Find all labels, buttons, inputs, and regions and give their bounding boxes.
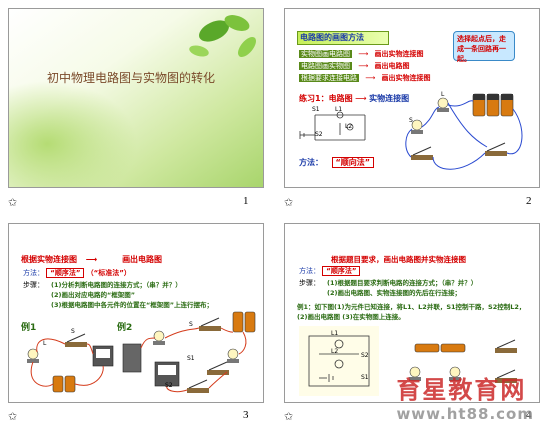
slide-2-step-2-label: 电路图画实物图 [299,62,352,70]
slide-3-step-3: (3)根据电路图中各元件的位置在“框架图”上连行摆布； [51,301,214,309]
slide-2-exercise-target: 实物连接图 [369,94,410,103]
slide-4-number: 4 [526,409,532,421]
slide-4-label-s2: S2 [361,352,369,359]
slide-4-step-2: (2)画出电路图、实物连接图的先后在行连接； [327,289,461,297]
slide-1-title: 初中物理电路图与实物图的转化 [47,71,216,85]
slide-4-example-text: 例1：如下图(1)为元件已知连接，将L1、L2并联，S1控制干路，S2控制L2，… [297,303,526,321]
slide-3-example-2-image [122,311,256,393]
slide-3-method-value2: （“标准法”） [86,269,131,277]
bulb-icon [411,97,449,134]
slide-2-step-1-label: 实物图画电路图 [299,50,352,58]
slide-2-exercise: 练习1：电路图 ⟶ 实物连接图 [299,94,410,103]
slide-2-method: 方法： “顺向法” [299,157,375,168]
battery-icon [52,375,76,393]
slide-3-star-icon: ✩ [8,410,18,423]
slide-2-step-2-result: 画出电路图 [374,62,410,70]
slide-2-wires [405,100,523,170]
slide-3-steps: (1)分析判断电路图的连接方式；（串？并？） (2)画出对应电路的“框架图” (… [51,280,213,310]
slide-2-label-l1: L1 [335,106,343,113]
slide-2-photo-label-l: L [441,91,445,98]
battery-icon [472,93,514,117]
slide-3-example-2-label: 例2 [117,323,133,333]
slide-2-method-value: “顺向法” [331,157,375,168]
slide-2-star-icon: ✩ [284,196,294,209]
slide-4-component-image [409,339,517,383]
battery-icon [414,343,466,353]
slide-2-step-1-result: 画出实物连接图 [374,50,424,58]
slide-4-circuit-diagram [299,326,379,396]
slide-4-star-icon: ✩ [284,410,294,423]
bulb-icon [27,348,39,363]
slide-2-callout-text: 选择起点后，走成一条回路再一起。 [457,35,506,63]
slide-4-thumbnail[interactable]: 根据题目要求，画出电路图并实物连接图 方法： “顺序法” 步骤： (1)根据题目… [284,223,540,403]
slide-1-number: 1 [243,195,249,207]
slide-2-step-3-result: 画出实物连接图 [381,74,431,82]
slide-4-steps-label: 步骤： [299,279,320,287]
slide-2-circuit-diagram [299,111,366,141]
bulb-icon [153,330,239,363]
battery-icon [232,311,256,333]
watermark-brand: 育星教育网 [396,376,527,404]
slide-3-example-1-image [27,333,114,393]
slide-4-step-1: (1)根据题目要求判断电路的连接方式；（串？并？） [327,279,478,287]
slide-2-label-s1: S1 [312,106,320,113]
slide-3-label-s: S [71,328,75,335]
slide-4-heading: 根据题目要求，画出电路图并实物连接图 [331,255,466,264]
leaf-icon [189,15,256,57]
slide-3-heading: 根据实物连接图 ⟶ 画出电路图 [21,255,163,264]
ammeter-icon [92,345,114,367]
watermark-url: www.ht88.com [396,405,534,423]
slide-2-photo-label-s: S [409,117,413,124]
slide-3-label-l: L [43,340,47,347]
slide-1-thumbnail[interactable]: 初中物理电路图与实物图的转化 [8,8,264,188]
slide-3-method-label: 方法： [23,269,44,277]
slide-2-thumbnail[interactable]: 电路图的画图方法 选择起点后，走成一条回路再一起。 实物图画电路图 ⟶ 画出实物… [284,8,540,188]
slide-3-method: 方法： “顺序法” （“标准法”） [23,268,131,278]
slide-2-step-2: 电路图画实物图 ⟶ 画出电路图 [299,62,410,70]
slide-3-label-s2: S2 [165,382,173,389]
slide-2-step-3-label: 根据要求连接电路 [299,74,359,82]
slide-3-label-s1: S1 [187,355,195,362]
slide-2-heading: 电路图的画图方法 [297,31,389,45]
slide-3-steps-label: 步骤： [23,281,44,289]
slide-3-number: 3 [243,409,249,421]
slide-3-step-2: (2)画出对应电路的“框架图” [51,291,136,299]
switch-icon [187,317,229,393]
slide-2-step-3: 根据要求连接电路 ⟶ 画出实物连接图 [299,74,431,82]
slide-2-heading-text: 电路图的画图方法 [300,33,364,42]
slide-1-background [9,9,263,187]
slide-2-method-label: 方法： [299,158,323,167]
slide-4-method-label: 方法： [299,267,320,275]
slide-2-callout: 选择起点后，走成一条回路再一起。 [453,31,515,63]
slide-2-label-l2: L2 [345,123,353,130]
slide-2-component-image [405,93,523,170]
switch-icon [495,339,517,383]
slide-4-label-s1: S1 [361,374,369,381]
slide-3-photo-label-s: S [189,321,193,328]
slide-4-label-l2: L2 [331,348,339,355]
watermark: 育星教育网 www.ht88.com [396,370,534,423]
slide-4-label-l1: L1 [331,330,339,337]
bulb-icon [409,366,461,381]
switch-icon [411,142,507,160]
slide-4-method-value: “顺序法” [322,266,361,276]
slide-3-step-1: (1)分析判断电路图的连接方式；（串？并？） [51,281,182,289]
slide-3-heading-right: 画出电路图 [122,255,163,264]
slide-2-exercise-label: 练习1：电路图 [299,94,353,103]
slide-3-thumbnail[interactable]: 根据实物连接图 ⟶ 画出电路图 方法： “顺序法” （“标准法”） 步骤： (1… [8,223,264,403]
slide-1-star-icon: ✩ [8,196,18,209]
slide-4-method: 方法： “顺序法” [299,266,361,276]
slide-3-example-1-label: 例1 [21,323,37,333]
switch-icon [65,333,87,347]
slide-4-steps: (1)根据题目要求判断电路的连接方式；（串？并？） (2)画出电路图、实物连接图… [327,278,477,298]
slide-2-step-1: 实物图画电路图 ⟶ 画出实物连接图 [299,50,424,58]
battery-icon [122,343,142,373]
slide-2-label-s2: S2 [315,131,323,138]
slide-2-number: 2 [526,195,532,207]
slide-3-method-value: “顺序法” [46,268,85,278]
slide-3-heading-left: 根据实物连接图 [21,255,77,264]
